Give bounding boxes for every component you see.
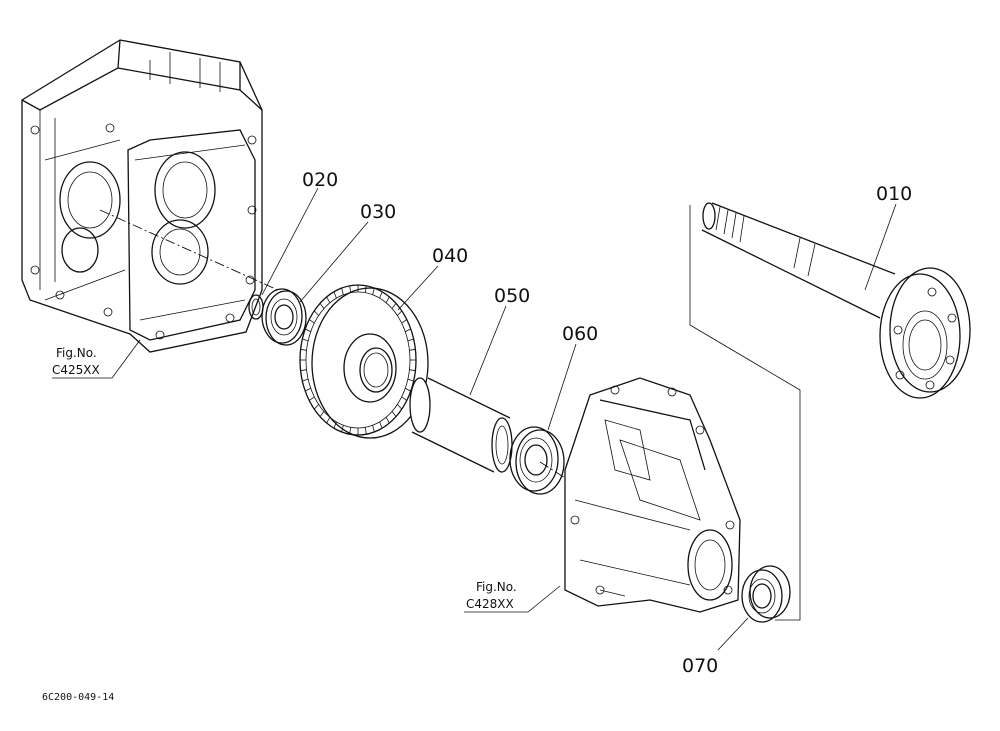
rear-axle-housing: [564, 377, 741, 613]
part-050-collar: [409, 377, 513, 473]
gear-tooth: [405, 387, 411, 392]
gear-tooth: [401, 319, 408, 324]
gear-tooth: [397, 404, 403, 410]
gear-tooth: [405, 328, 411, 333]
fig-ref-2-code: C428XX: [466, 597, 514, 611]
gear-tooth: [409, 369, 416, 372]
gear-tooth: [391, 303, 397, 309]
part-label-070: 070: [682, 655, 718, 677]
gear-tooth: [385, 417, 390, 424]
gear-tooth: [385, 296, 390, 303]
part-label-050: 050: [494, 285, 530, 307]
gear-tooth: [372, 287, 375, 295]
gear-tooth: [379, 291, 383, 299]
leader-lines: [52, 187, 897, 651]
gear-tooth: [313, 310, 319, 316]
gear-tooth: [349, 427, 351, 435]
gear-tooth: [300, 369, 307, 372]
part-040-spur-gear: [299, 284, 429, 439]
gear-tooth: [401, 396, 408, 401]
gear-tooth: [319, 411, 325, 417]
gear-tooth: [326, 296, 331, 303]
gear-tooth: [302, 338, 309, 342]
gear-tooth: [341, 287, 344, 295]
part-label-030: 030: [360, 201, 396, 223]
gear-tooth: [409, 348, 416, 351]
part-030-ball-bearing: [261, 288, 307, 346]
gear-tooth: [407, 338, 414, 342]
part-label-010: 010: [876, 183, 912, 205]
gear-tooth: [326, 417, 331, 424]
gear-tooth: [333, 291, 337, 299]
gear-tooth: [365, 285, 367, 293]
part-label-020: 020: [302, 169, 338, 191]
part-010-axle-shaft: [689, 202, 971, 621]
gear-tooth: [302, 378, 309, 382]
gear-tooth: [319, 303, 325, 309]
gear-tooth: [407, 378, 414, 382]
gear-tooth: [365, 427, 367, 435]
transmission-case-housing: [21, 39, 301, 353]
gear-tooth: [349, 285, 351, 293]
fig-ref-1-code: C425XX: [52, 363, 100, 377]
gear-tooth: [305, 328, 311, 333]
part-label-060: 060: [562, 323, 598, 345]
gear-tooth: [308, 396, 315, 401]
gear-tooth: [391, 411, 397, 417]
document-code: 6C200-049-14: [42, 692, 114, 703]
fig-ref-1-prefix: Fig.No.: [56, 346, 97, 360]
gear-tooth: [305, 387, 311, 392]
part-070-oil-seal: [741, 565, 791, 623]
fig-ref-2-prefix: Fig.No.: [476, 580, 517, 594]
gear-tooth: [372, 425, 375, 433]
gear-tooth: [379, 421, 383, 429]
gear-tooth: [397, 310, 403, 316]
gear-tooth: [308, 319, 315, 324]
gear-tooth: [333, 421, 337, 429]
gear-tooth: [313, 404, 319, 410]
gear-tooth: [300, 348, 307, 351]
gear-tooth: [341, 425, 344, 433]
part-label-040: 040: [432, 245, 468, 267]
